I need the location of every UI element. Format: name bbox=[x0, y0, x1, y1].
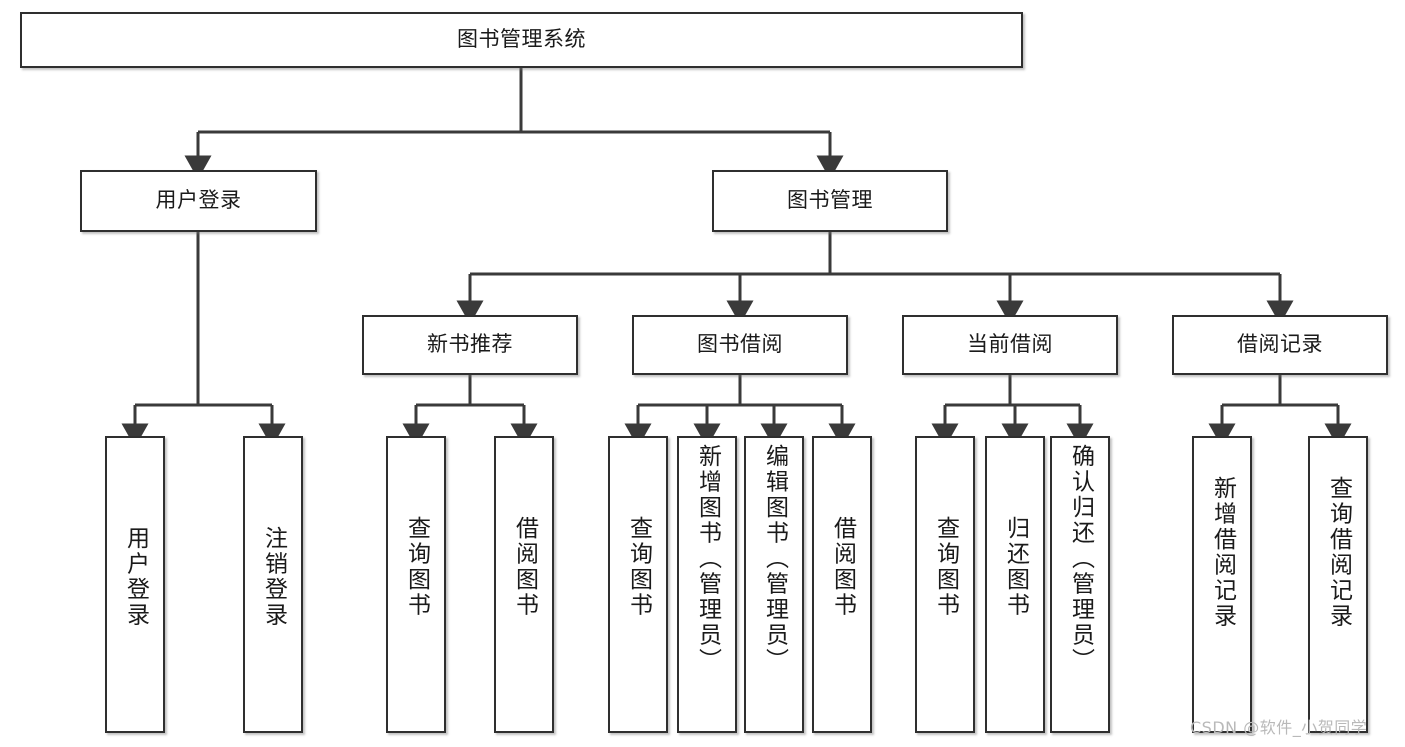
node-label: 新增图书（管理员） bbox=[694, 444, 721, 674]
node-book-manage[interactable]: 图书管理 bbox=[712, 170, 948, 232]
node-book-borrow[interactable]: 图书借阅 bbox=[632, 315, 848, 375]
node-current-borrow[interactable]: 当前借阅 bbox=[902, 315, 1118, 375]
node-label: 借阅图书 bbox=[829, 516, 856, 618]
node-label: 用户登录 bbox=[155, 188, 242, 213]
node-label: 确认归还（管理员） bbox=[1067, 444, 1094, 674]
node-label: 新书推荐 bbox=[427, 332, 513, 357]
node-label: 注销登录 bbox=[260, 526, 287, 628]
node-leaf-return-book[interactable]: 归还图书 bbox=[985, 436, 1045, 733]
node-leaf-add-book[interactable]: 新增图书（管理员） bbox=[677, 436, 737, 733]
node-label: 查询图书 bbox=[932, 516, 959, 618]
node-label: 新增借阅记录 bbox=[1209, 476, 1236, 629]
node-borrow-record[interactable]: 借阅记录 bbox=[1172, 315, 1388, 375]
node-label: 图书管理系统 bbox=[457, 27, 586, 52]
node-book-management-system[interactable]: 图书管理系统 bbox=[20, 12, 1023, 68]
node-leaf-add-record[interactable]: 新增借阅记录 bbox=[1192, 436, 1252, 733]
node-label: 查询借阅记录 bbox=[1325, 476, 1352, 629]
node-label: 查询图书 bbox=[403, 516, 430, 618]
csdn-watermark: CSDN @软件_小贺同学 bbox=[1190, 718, 1368, 737]
node-label: 查询图书 bbox=[625, 516, 652, 618]
node-label: 编辑图书（管理员） bbox=[761, 444, 788, 674]
node-leaf-user-logout[interactable]: 注销登录 bbox=[243, 436, 303, 733]
node-leaf-query-book-1[interactable]: 查询图书 bbox=[386, 436, 446, 733]
node-label: 图书借阅 bbox=[697, 332, 783, 357]
node-label: 图书管理 bbox=[787, 188, 873, 213]
node-label: 当前借阅 bbox=[967, 332, 1053, 357]
node-leaf-edit-book[interactable]: 编辑图书（管理员） bbox=[744, 436, 804, 733]
node-label: 用户登录 bbox=[122, 526, 149, 628]
node-leaf-query-book-3[interactable]: 查询图书 bbox=[915, 436, 975, 733]
node-label: 借阅图书 bbox=[511, 516, 538, 618]
node-new-book-recommend[interactable]: 新书推荐 bbox=[362, 315, 578, 375]
node-leaf-borrow-book-1[interactable]: 借阅图书 bbox=[494, 436, 554, 733]
node-label: 借阅记录 bbox=[1237, 332, 1323, 357]
node-leaf-confirm-return[interactable]: 确认归还（管理员） bbox=[1050, 436, 1110, 733]
node-user-login[interactable]: 用户登录 bbox=[80, 170, 317, 232]
node-leaf-user-login[interactable]: 用户登录 bbox=[105, 436, 165, 733]
node-label: 归还图书 bbox=[1002, 516, 1029, 618]
node-leaf-query-book-2[interactable]: 查询图书 bbox=[608, 436, 668, 733]
node-leaf-query-record[interactable]: 查询借阅记录 bbox=[1308, 436, 1368, 733]
node-leaf-borrow-book-2[interactable]: 借阅图书 bbox=[812, 436, 872, 733]
